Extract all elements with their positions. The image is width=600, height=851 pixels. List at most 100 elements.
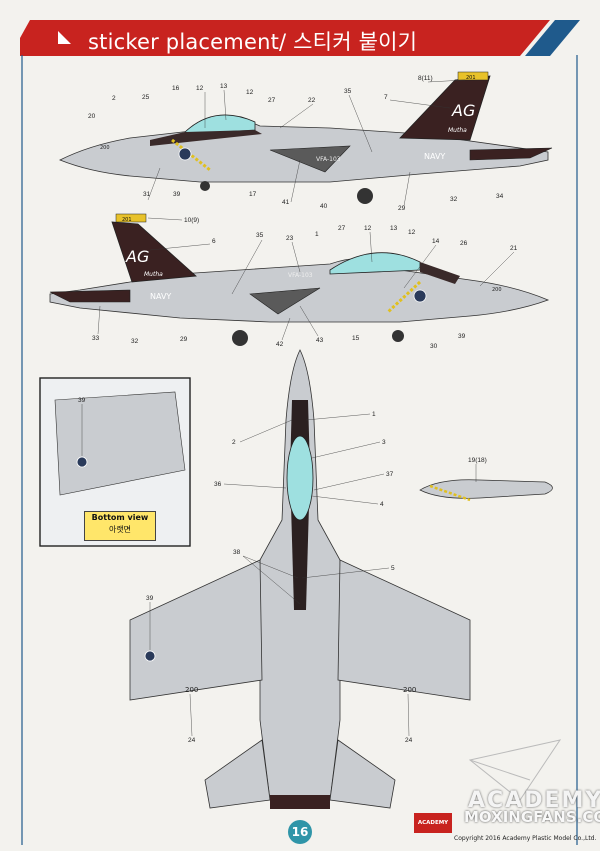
banner-red-bar — [20, 20, 550, 56]
callout-30: 30 — [430, 343, 438, 350]
antiglare-top — [150, 130, 262, 146]
callout-14: 14 — [432, 238, 440, 245]
callout-12a: 12 — [196, 85, 204, 92]
inset-label-en: Bottom view — [91, 513, 149, 522]
plan-wing-modex-left: 200 — [185, 686, 198, 694]
main-wheel-bottom — [232, 330, 248, 346]
plan-wing-right — [337, 559, 471, 701]
callout-35: 35 — [344, 88, 352, 95]
tank-stripe — [429, 484, 471, 502]
callout-8-11: 8(11) — [418, 75, 433, 82]
canopy-top — [184, 114, 256, 135]
page-number: 16 — [288, 820, 312, 844]
callout-20: 20 — [88, 113, 96, 120]
callout-33: 33 — [92, 335, 100, 342]
plan-callout-37: 37 — [386, 471, 394, 478]
warning-stripe-bottom — [386, 280, 422, 314]
callout-16: 16 — [172, 85, 180, 92]
callout-29: 29 — [398, 205, 406, 212]
plan-wing-modex-right: 200 — [403, 686, 416, 694]
plan-insignia — [144, 650, 156, 662]
callout-27b: 27 — [338, 225, 346, 232]
tail-tip-yellow — [457, 71, 489, 81]
callout-27: 27 — [268, 97, 276, 104]
callout-32b: 32 — [131, 338, 139, 345]
aircraft-profile-left — [49, 213, 550, 346]
callout-12b: 12 — [246, 89, 254, 96]
intake-bottom — [249, 287, 321, 315]
bottom-tail-modex: 201 — [122, 217, 132, 223]
callout-2: 2 — [112, 95, 116, 102]
stabilator-bottom — [49, 289, 131, 303]
main-wheel-top — [357, 188, 373, 204]
inset-insignia — [76, 456, 88, 468]
callout-12c: 12 — [364, 225, 372, 232]
callout-31: 31 — [143, 191, 151, 198]
plan-canopy — [286, 435, 314, 521]
callout-6: 6 — [212, 238, 216, 245]
bottom-tail-letters: AG — [125, 247, 149, 266]
plan-callout-39: 39 — [146, 595, 154, 602]
top-squadron-code: VFA-103 — [316, 156, 341, 163]
callout-41: 41 — [282, 199, 290, 206]
callout-34: 34 — [496, 193, 504, 200]
callouts-bottom-profile: 10(9) 6 35 23 1 27 12 13 12 14 26 21 33 … — [92, 217, 518, 350]
callout-32: 32 — [450, 196, 458, 203]
tail-fin-top — [399, 75, 491, 141]
plan-callout-4: 4 — [380, 501, 384, 508]
top-tail-letters: AG — [451, 101, 475, 120]
drop-tank: 19(18) — [419, 457, 553, 502]
tail-tip-yellow-bottom — [115, 213, 147, 223]
triangle-icon — [58, 31, 71, 44]
plan-callout-1: 1 — [372, 411, 376, 418]
inset-callout-39: 39 — [78, 397, 86, 404]
callout-1: 1 — [315, 231, 319, 238]
bottom-tail-script: Mutha — [144, 271, 163, 278]
callout-15: 15 — [352, 335, 360, 342]
callout-39b: 39 — [458, 333, 466, 340]
callout-17: 17 — [249, 191, 257, 198]
top-tail-modex: 201 — [466, 75, 476, 81]
paper-plane-logo — [468, 739, 562, 801]
stabilator-top — [469, 147, 553, 161]
top-tail-script: Mutha — [448, 127, 467, 134]
aircraft-profile-right — [59, 71, 553, 204]
inset-label-ko: 아랫면 — [108, 525, 132, 534]
callout-22: 22 — [308, 97, 316, 104]
antiglare-bottom — [420, 262, 460, 284]
plan-callout-24-right: 24 — [405, 737, 413, 744]
callout-26: 26 — [460, 240, 468, 247]
copyright-text: Copyright 2016 Academy Plastic Model Co.… — [454, 835, 597, 842]
page-title: sticker placement/ 스티커 붙이기 — [88, 30, 418, 54]
callout-19-18: 19(18) — [468, 457, 487, 464]
callout-12d: 12 — [408, 229, 416, 236]
inset-wing — [54, 391, 186, 496]
callout-13b: 13 — [390, 225, 398, 232]
callouts-top-profile: 8(11) 7 35 25 16 12 13 12 27 22 2 20 31 … — [88, 75, 504, 212]
bottom-nose-modex: 200 — [492, 287, 502, 293]
callouts-plan-view: 1 2 3 37 36 4 5 38 39 24 24 — [146, 411, 413, 744]
academy-logo: ACADEMY — [414, 813, 452, 833]
plan-callout-2: 2 — [232, 439, 236, 446]
callout-10-9: 10(9) — [184, 217, 199, 224]
callout-25: 25 — [142, 94, 150, 101]
tail-fin-bottom — [111, 221, 197, 283]
callout-13: 13 — [220, 83, 228, 90]
plan-stab-left — [204, 739, 271, 809]
aircraft-plan-view: 200 200 — [129, 349, 471, 809]
callout-21: 21 — [510, 245, 518, 252]
callout-40: 40 — [320, 203, 328, 210]
insignia-top — [178, 147, 192, 161]
plan-callout-38: 38 — [233, 549, 241, 556]
callout-23: 23 — [286, 235, 294, 242]
top-nose-modex: 200 — [100, 145, 110, 151]
tank-body — [419, 479, 553, 499]
banner-blue-stripe — [525, 20, 580, 56]
callout-42: 42 — [276, 341, 284, 348]
inset-label: Bottom view 아랫면 — [84, 511, 156, 541]
plan-callout-5: 5 — [391, 565, 395, 572]
callout-43: 43 — [316, 337, 324, 344]
plan-callout-36: 36 — [214, 481, 222, 488]
nose-wheel-bottom — [392, 330, 404, 342]
